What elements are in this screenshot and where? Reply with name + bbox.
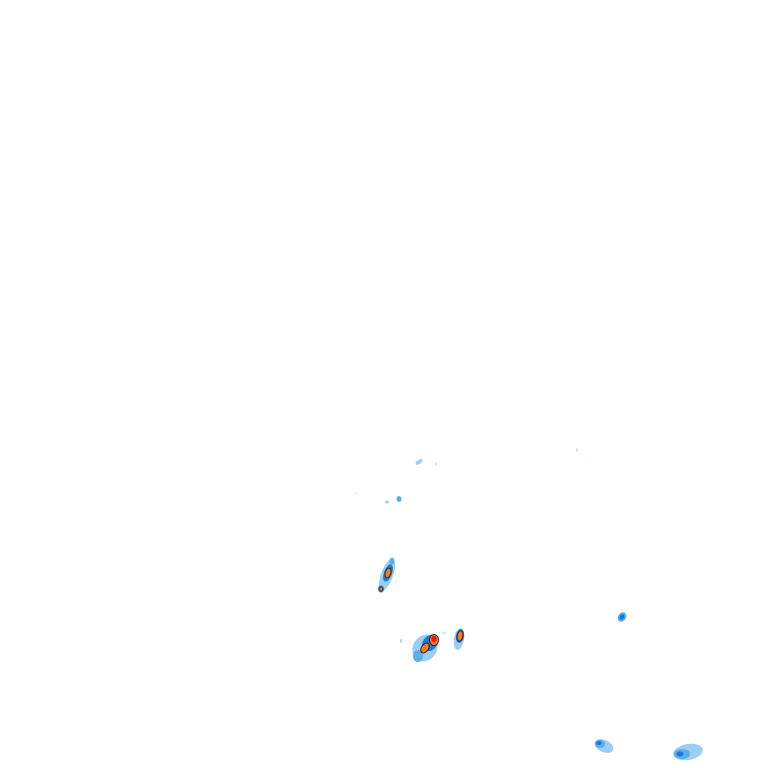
cell-central-east [453, 628, 465, 650]
cell-south-center [594, 739, 614, 753]
echo-speckle [400, 639, 402, 643]
cell-mid-west-group [385, 496, 402, 504]
echo-core [456, 630, 464, 642]
echo-core [378, 586, 383, 592]
echo-speckle [415, 459, 423, 465]
echo-speckle [396, 496, 402, 502]
cell-central-cluster [400, 631, 446, 662]
echo-mid [676, 751, 684, 757]
echo-speckle [575, 448, 579, 452]
echo-extreme [431, 635, 437, 643]
cell-east-small [617, 612, 627, 622]
echo-mid [596, 741, 602, 745]
cell-small-ne [355, 448, 579, 494]
echo-speckle [434, 462, 438, 466]
cell-west-elongated [378, 557, 396, 593]
cell-southeast [673, 743, 703, 761]
echo-speckle [442, 631, 446, 635]
echo-core [384, 567, 392, 579]
echo-mid [619, 614, 625, 620]
echo-speckle [355, 492, 357, 494]
echo-outer [389, 557, 395, 565]
echo-speckle [385, 500, 389, 504]
echo-core [420, 642, 430, 654]
echo-outer [413, 650, 423, 662]
